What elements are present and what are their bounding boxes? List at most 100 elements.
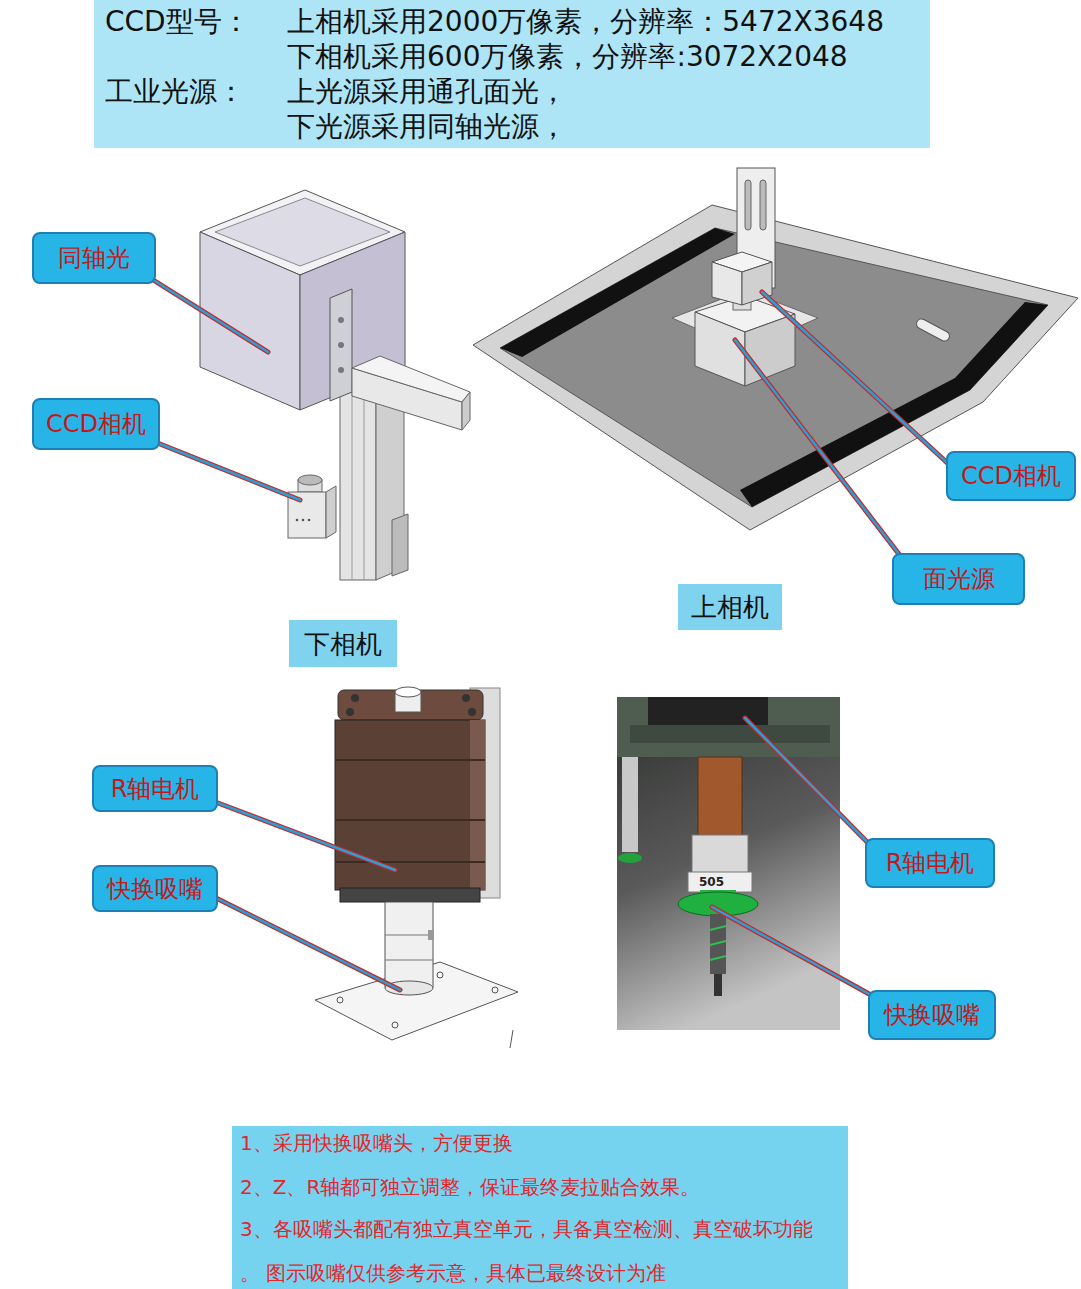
render-side-nozzle-ring — [618, 853, 642, 863]
coupling-screw — [428, 930, 434, 940]
leader-lines — [150, 278, 955, 1000]
bolt-hole — [338, 317, 344, 323]
callout-label: 同轴光 — [58, 244, 130, 272]
callout-box: 快换吸嘴 — [868, 990, 996, 1040]
notes-panel: 1、采用快换吸嘴头，方便更换 2、Z、R轴都可独立调整，保证最终麦拉贴合效果。 3、… — [232, 1126, 848, 1289]
motor-seam — [335, 759, 485, 761]
info-text: 上光源采用通孔面光， — [287, 75, 920, 109]
note-text: 。 图示吸嘴仅供参考示意，具体已最终设计为准 — [240, 1260, 840, 1286]
leader-line — [210, 895, 400, 990]
render-shaft — [698, 757, 742, 837]
profile-beam-top — [352, 356, 470, 402]
bolt-hole — [346, 708, 354, 716]
tray-slot — [915, 317, 951, 343]
callout-box: R轴电机 — [92, 765, 218, 812]
foot-plate — [392, 514, 408, 576]
spring-coil — [710, 956, 726, 960]
leader-line — [150, 278, 268, 352]
render-side-nozzle — [622, 757, 638, 852]
leader-line — [150, 440, 300, 500]
drawing-mark — [510, 1030, 513, 1048]
view-title: 下相机 — [289, 620, 397, 667]
callout-label: CCD相机 — [961, 462, 1061, 490]
render-frame — [617, 697, 840, 757]
camera-face — [712, 262, 742, 305]
render-nozzle-tip — [714, 974, 722, 996]
render-ledge — [630, 725, 830, 743]
motor-shaft-top — [395, 687, 421, 697]
leader-line — [745, 718, 875, 850]
view-label: 上相机 — [691, 592, 769, 622]
leader-line — [150, 278, 268, 352]
callout-label: R轴电机 — [111, 775, 200, 803]
callout-label: 快换吸嘴 — [107, 875, 203, 903]
bolt-hole — [338, 342, 344, 348]
leader-line — [735, 340, 905, 562]
motor-seam — [335, 819, 485, 821]
leader-line — [210, 895, 400, 990]
camera-led — [296, 519, 299, 522]
bracket-slot — [760, 180, 766, 230]
callout-label: 面光源 — [923, 565, 995, 593]
callout-box: CCD相机 — [946, 451, 1076, 501]
callout-box: R轴电机 — [865, 838, 995, 888]
coupling-line — [385, 960, 433, 961]
render-ring — [688, 872, 752, 892]
note-text: 2、Z、R轴都可独立调整，保证最终麦拉贴合效果。 — [240, 1174, 840, 1200]
bolt-hole — [351, 694, 359, 702]
leader-line — [745, 718, 875, 850]
info-text: 下相机采用600万像素，分辨率:3072X2048 — [287, 40, 920, 74]
leader-line — [712, 907, 880, 1000]
leader-line — [735, 340, 905, 562]
callout-label: R轴电机 — [886, 849, 975, 877]
bolt-hole — [462, 694, 470, 702]
view-label: 下相机 — [304, 629, 382, 659]
bolt-hole — [468, 708, 476, 716]
info-text: 上相机采用2000万像素，分辨率：5472X3648 — [287, 5, 920, 39]
leader-line — [712, 907, 880, 1000]
area-light-side — [745, 314, 795, 386]
render-nozzle-spring — [710, 914, 726, 974]
callout-label: 快换吸嘴 — [884, 1001, 980, 1029]
r-axis-drawing — [315, 687, 518, 1048]
part-number: 505 — [699, 875, 724, 889]
motor-edge — [470, 720, 485, 890]
motor-body — [335, 720, 485, 890]
leader-line — [150, 440, 300, 500]
camera-side — [326, 486, 336, 538]
bolt-hole — [337, 997, 343, 1003]
bracket-slot — [745, 180, 751, 230]
upper-camera-assembly — [473, 168, 1078, 530]
spring-coil — [710, 926, 726, 930]
camera-lens-top — [298, 475, 322, 485]
callout-box: 面光源 — [892, 553, 1025, 605]
callout-box: CCD相机 — [32, 398, 160, 450]
callout-box: 同轴光 — [32, 232, 156, 284]
camera-led — [302, 519, 305, 522]
area-light-face — [695, 312, 745, 386]
camera-led — [308, 519, 311, 522]
leader-line — [762, 292, 955, 470]
info-text: 下光源采用同轴光源， — [287, 110, 920, 144]
bolt-hole — [492, 987, 498, 993]
lower-camera-assembly — [200, 190, 470, 580]
r-axis-render — [617, 697, 840, 1030]
bracket-plate — [330, 289, 352, 401]
bolt-hole — [437, 972, 443, 978]
leader-line — [210, 800, 395, 870]
note-text: 3、各吸嘴头都配有独立真空单元，具备真空检测、真空破坏功能 — [240, 1216, 840, 1242]
view-title: 上相机 — [678, 584, 782, 630]
coupling-line — [385, 935, 433, 936]
info-text: 工业光源： — [105, 75, 287, 109]
info-text: CCD型号： — [105, 5, 287, 39]
quick-change-coupling — [385, 902, 433, 987]
callout-box: 快换吸嘴 — [92, 865, 218, 912]
motor-flange — [340, 888, 480, 902]
note-text: 1、采用快换吸嘴头，方便更换 — [240, 1130, 840, 1156]
info-panel: CCD型号：上相机采用2000万像素，分辨率：5472X3648下相机采用600… — [94, 0, 930, 148]
callout-label: CCD相机 — [46, 410, 146, 438]
